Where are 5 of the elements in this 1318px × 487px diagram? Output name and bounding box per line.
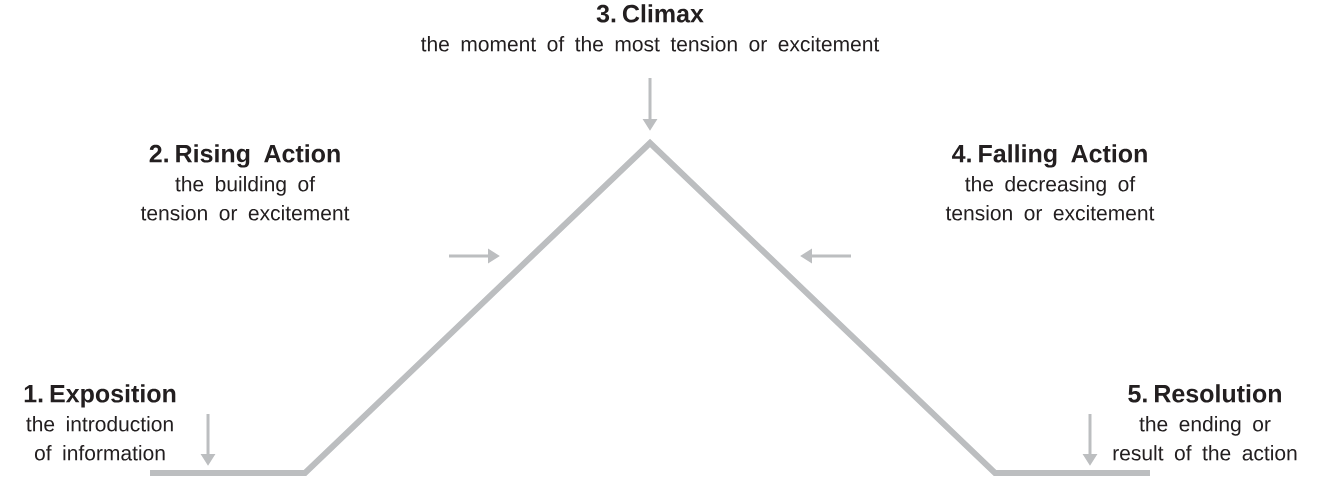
stage-label: 3. Climax the moment of the most tension or excitement xyxy=(420,4,880,52)
stage-label: 1. Exposition the introduction of information xyxy=(24,384,176,461)
stage-label: 5. Resolution the ending or result of the action xyxy=(1113,384,1297,461)
stage-label: 4. Falling Action the decreasing of tension or excitement xyxy=(945,144,1155,221)
stage-label: 2. Rising Action the building of tension or excitement xyxy=(140,144,350,221)
